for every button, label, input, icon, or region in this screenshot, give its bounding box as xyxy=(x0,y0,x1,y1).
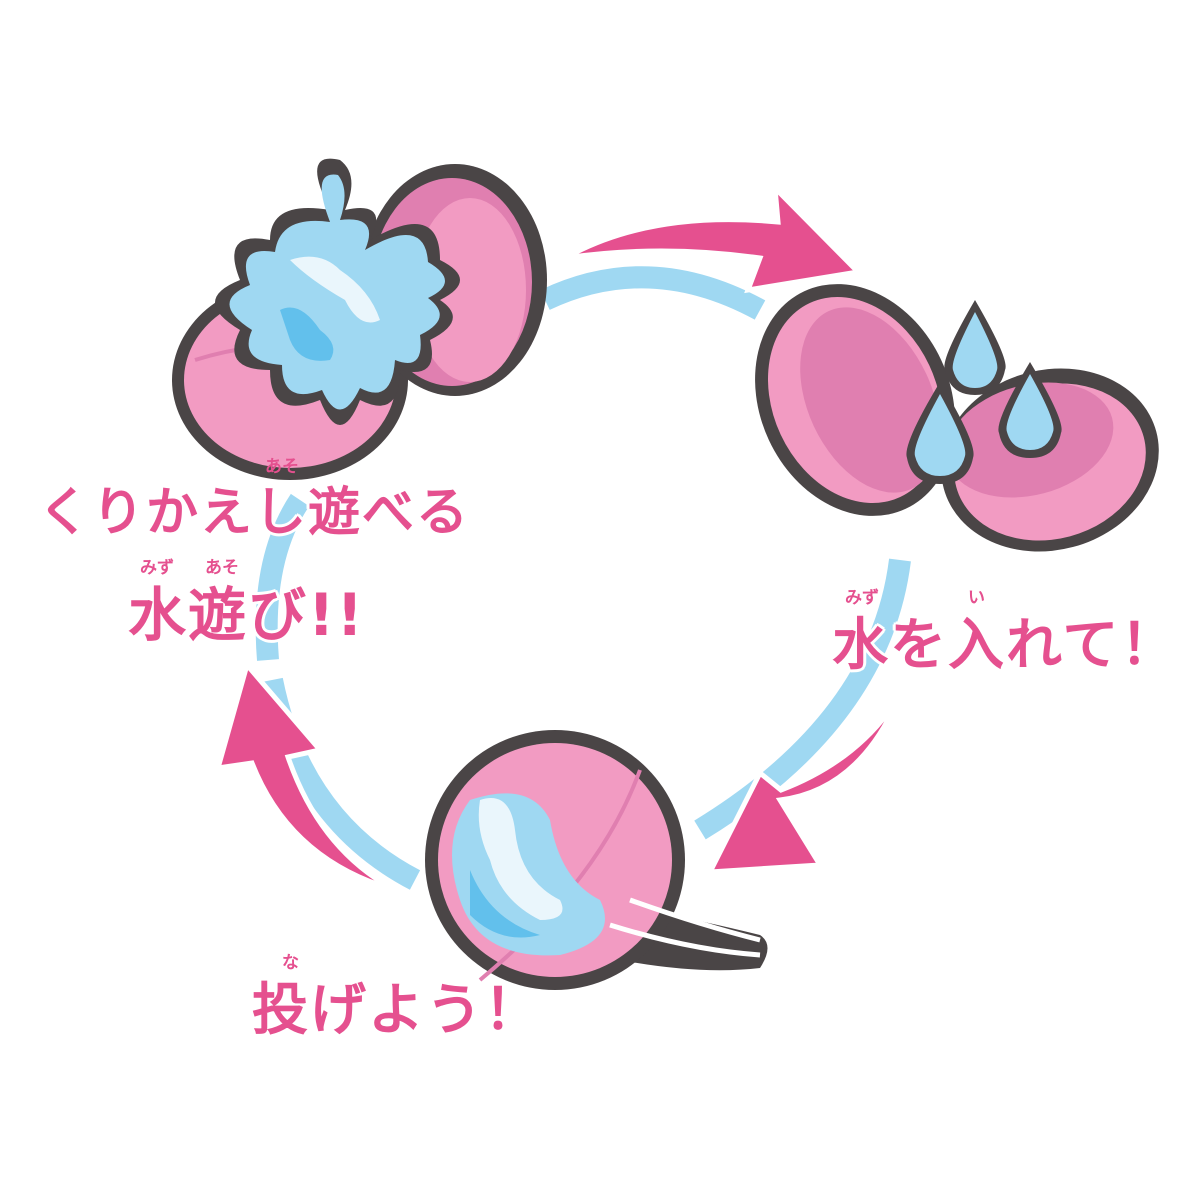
label-repeat-line1: くりかえし遊べる xyxy=(38,483,471,543)
label-fill: 水を入れて！ xyxy=(832,613,1179,678)
arrow-left-icon xyxy=(214,659,397,893)
flying-ball-illustration xyxy=(425,730,768,990)
open-ball-illustration xyxy=(755,284,1159,552)
ruby-i: い xyxy=(968,588,985,608)
bursting-ball-illustration xyxy=(172,158,547,480)
ruby-aso-1: あそ xyxy=(265,457,299,477)
ruby-mizu-1: みず xyxy=(140,558,174,578)
water-drop-icon xyxy=(906,382,974,484)
label-repeat-line2: 水遊び!! xyxy=(128,581,365,649)
ruby-na: な xyxy=(282,953,299,973)
label-throw: 投げよう！ xyxy=(252,978,542,1043)
arrow-bottom-right-icon xyxy=(705,693,903,875)
water-splash-icon xyxy=(215,158,460,426)
ruby-aso-2: あそ xyxy=(205,558,239,578)
water-drop-icon xyxy=(944,300,1006,395)
ruby-mizu-2: みず xyxy=(845,588,879,608)
arrow-top-right-icon xyxy=(563,181,864,294)
water-drop-icon xyxy=(998,362,1062,458)
